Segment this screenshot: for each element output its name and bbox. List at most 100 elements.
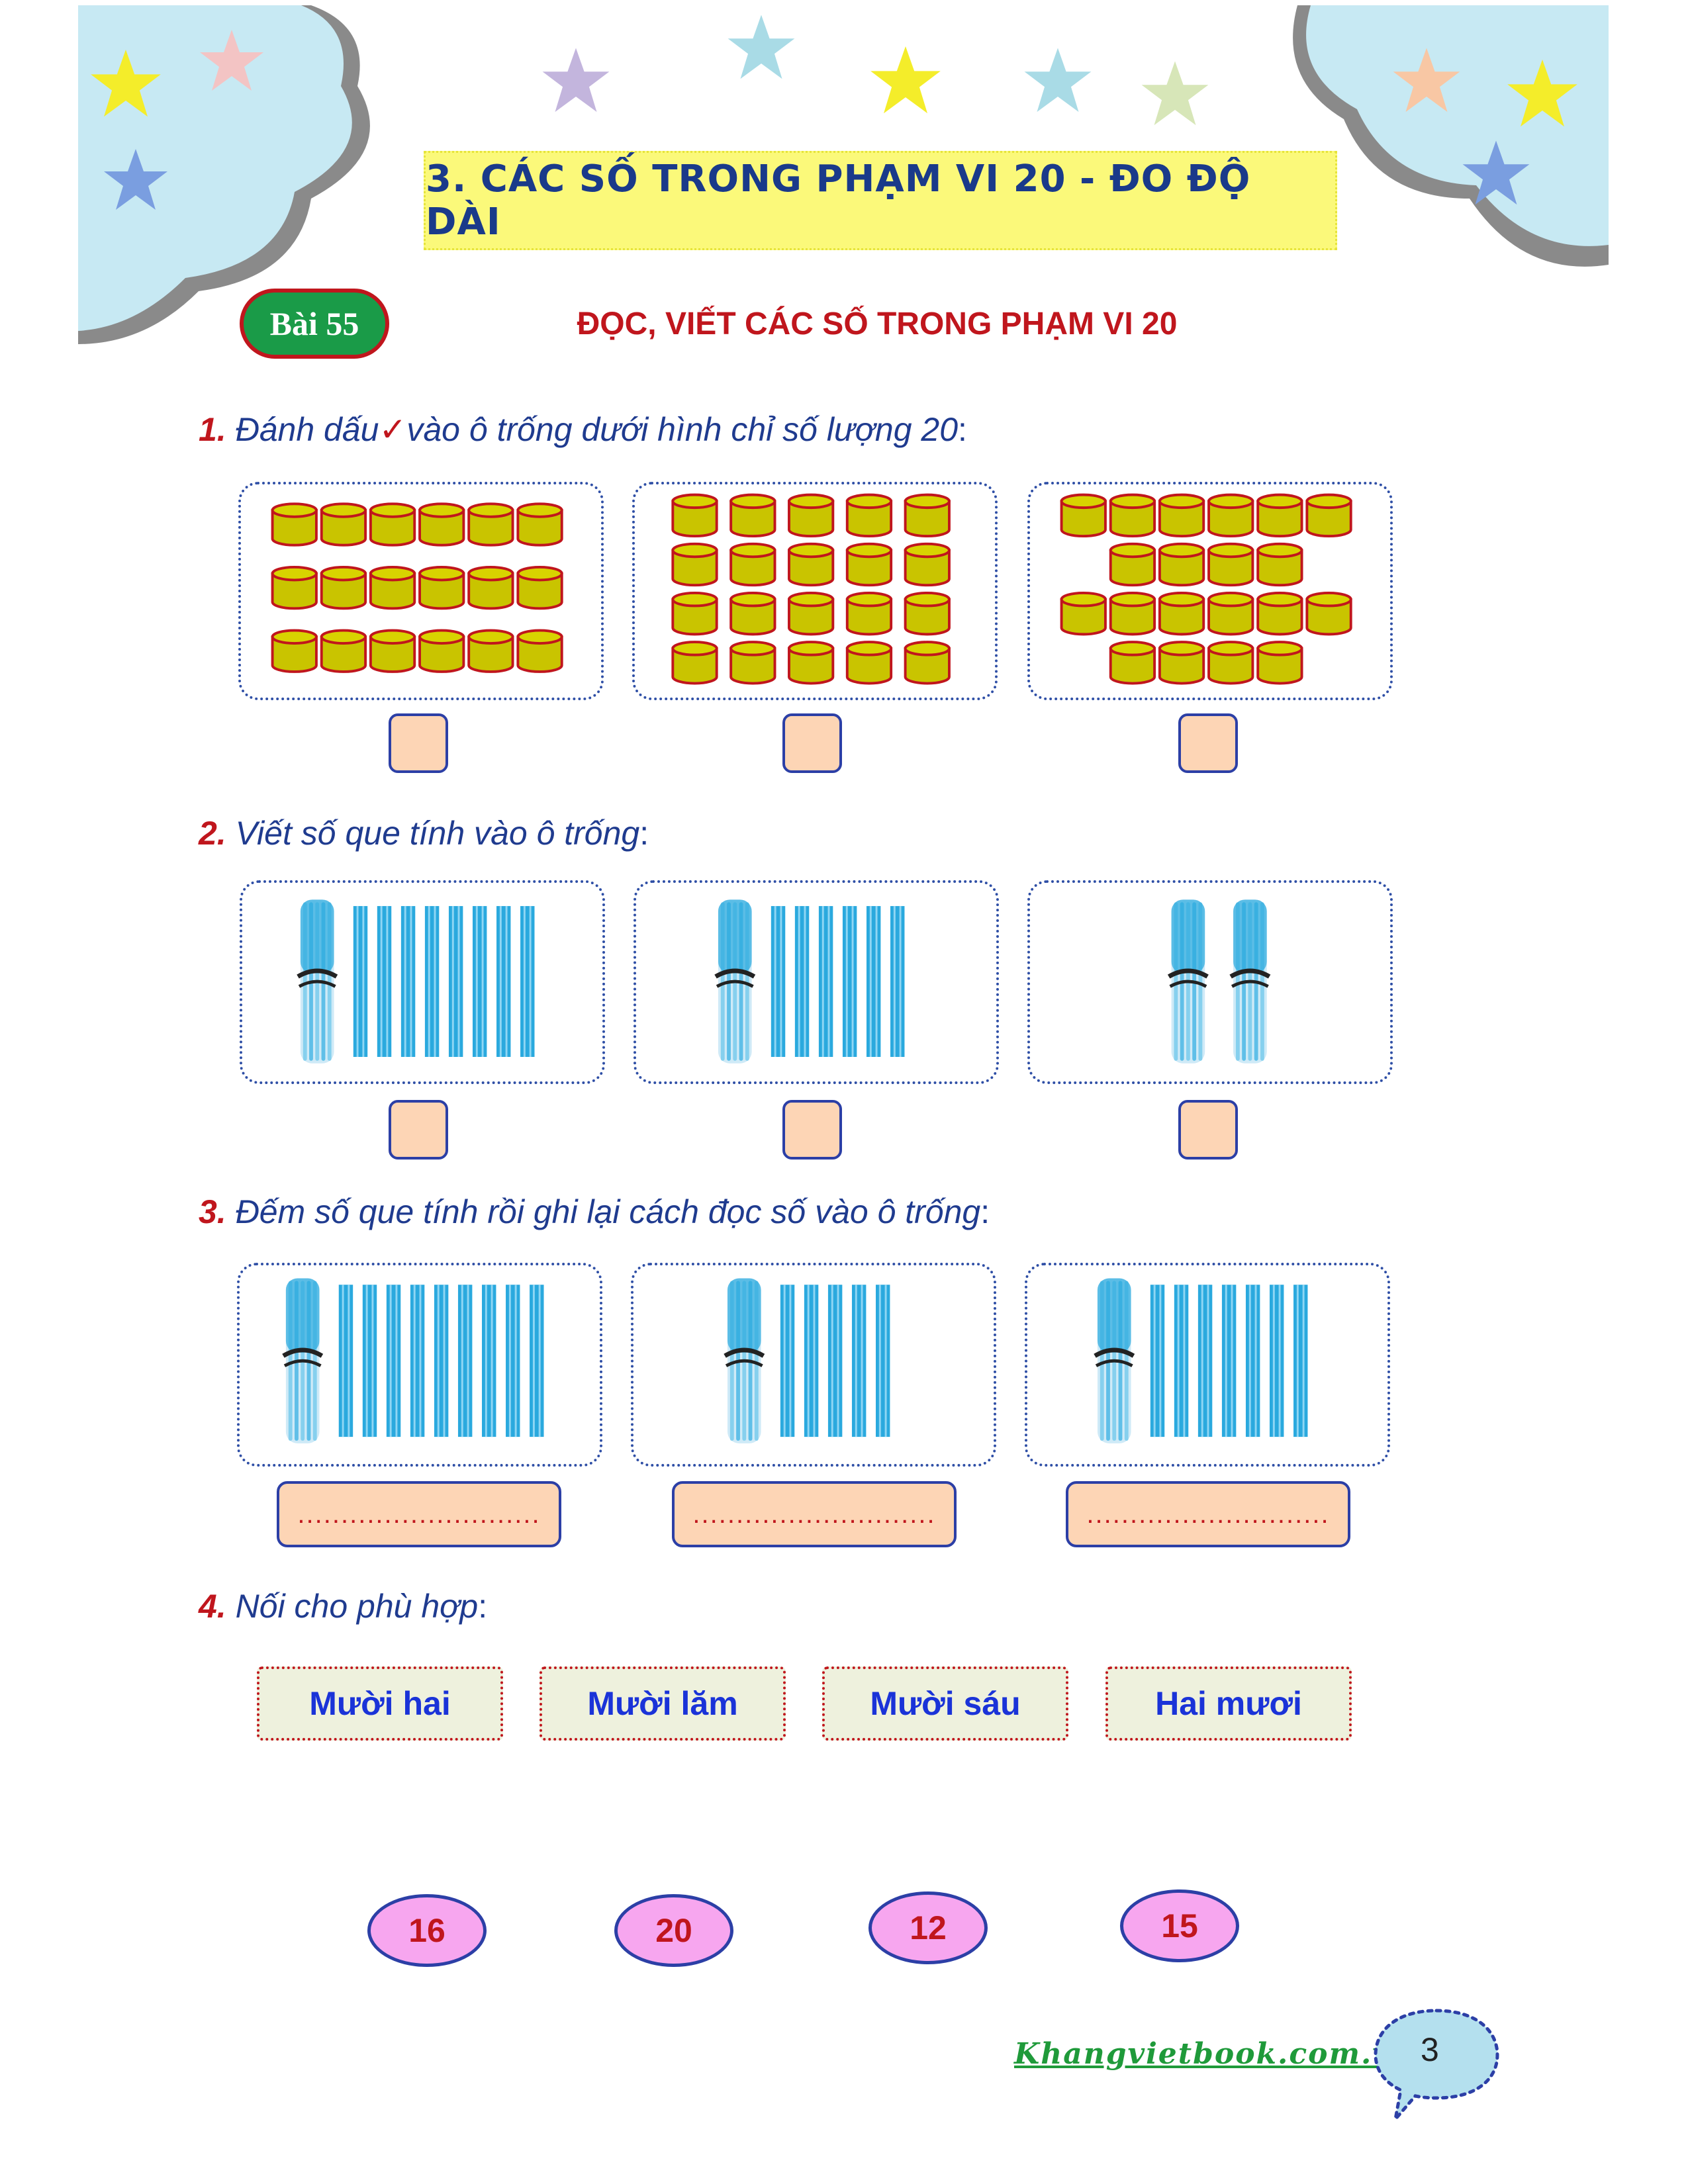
cylinder-icon — [904, 542, 951, 587]
question-colon: : — [639, 815, 649, 852]
stick-icon — [780, 1285, 795, 1437]
cylinder-icon — [516, 565, 563, 610]
stick-icon — [842, 906, 857, 1057]
stick-icon — [338, 1285, 353, 1437]
cylinder-icon — [271, 629, 318, 673]
cylinder-icon — [845, 493, 893, 538]
cylinder-icon — [671, 542, 718, 587]
word-label: Mười sáu — [870, 1685, 1021, 1722]
stick-icon — [818, 906, 833, 1057]
cylinder-icon — [788, 542, 835, 587]
word-box-1[interactable]: Mười hai — [257, 1666, 503, 1741]
cylinder-icon — [1207, 493, 1254, 538]
answer-number-box-3[interactable] — [1178, 1100, 1238, 1160]
stick-group-q3-3 — [1025, 1263, 1390, 1467]
stick-icon — [410, 1285, 425, 1437]
cylinder-icon — [1207, 641, 1254, 685]
stick-bundle-icon — [1094, 1278, 1135, 1443]
cylinder-icon — [788, 591, 835, 636]
number-oval-3[interactable]: 12 — [868, 1891, 988, 1964]
footer-website[interactable]: Khangvietbook.com.vn — [1014, 2037, 1413, 2071]
number-label: 16 — [408, 1912, 445, 1949]
question-2: 2. Viết số que tính vào ô trống: — [199, 814, 649, 852]
cylinder-icon — [671, 591, 718, 636]
cylinder-icon — [729, 641, 776, 685]
stick-icon — [804, 1285, 819, 1437]
cylinder-icon — [1305, 493, 1352, 538]
question-4: 4. Nối cho phù hợp: — [199, 1587, 487, 1625]
number-oval-1[interactable]: 16 — [367, 1894, 487, 1967]
cylinder-icon — [271, 502, 318, 547]
stick-icon — [457, 1285, 473, 1437]
stick-icon — [1197, 1285, 1213, 1437]
cylinder-icon — [788, 493, 835, 538]
cylinder-icon — [271, 565, 318, 610]
word-box-4[interactable]: Hai mươi — [1105, 1666, 1352, 1741]
stick-bundle-icon — [714, 899, 756, 1064]
cylinder-icon — [1109, 542, 1156, 587]
cylinder-icon — [1158, 641, 1205, 685]
number-label: 15 — [1161, 1907, 1198, 1944]
cylinder-icon — [671, 641, 718, 685]
stick-group-q3-2 — [631, 1263, 996, 1467]
stick-icon — [794, 906, 810, 1057]
answer-reading-box-3[interactable]: ............................ — [1066, 1481, 1350, 1547]
cylinder-icon — [1158, 591, 1205, 636]
cylinder-icon — [729, 542, 776, 587]
word-box-2[interactable]: Mười lăm — [539, 1666, 786, 1741]
cylinder-icon — [1109, 493, 1156, 538]
answer-checkbox-3[interactable] — [1178, 713, 1238, 773]
stick-icon — [434, 1285, 449, 1437]
number-oval-4[interactable]: 15 — [1120, 1889, 1239, 1962]
stick-icon — [1221, 1285, 1237, 1437]
stick-icon — [448, 906, 463, 1057]
answer-blank: ............................ — [1086, 1499, 1330, 1529]
cylinder-icon — [467, 565, 514, 610]
section-title-box: 3. CÁC SỐ TRONG PHẠM VI 20 - ĐO ĐỘ DÀI — [424, 151, 1337, 250]
answer-number-box-1[interactable] — [389, 1100, 448, 1160]
cylinder-icon — [369, 502, 416, 547]
question-3: 3. Đếm số que tính rồi ghi lại cách đọc … — [199, 1193, 990, 1231]
word-box-3[interactable]: Mười sáu — [822, 1666, 1068, 1741]
stick-icon — [362, 1285, 377, 1437]
question-number: 1. — [199, 411, 226, 448]
answer-checkbox-1[interactable] — [389, 713, 448, 773]
stick-icon — [481, 1285, 496, 1437]
cylinder-icon — [1109, 591, 1156, 636]
stick-icon — [875, 1285, 890, 1437]
stick-icon — [353, 906, 368, 1057]
answer-checkbox-2[interactable] — [782, 713, 842, 773]
answer-number-box-2[interactable] — [782, 1100, 842, 1160]
cylinder-icon — [1256, 542, 1303, 587]
word-label: Mười hai — [309, 1685, 451, 1722]
stick-icon — [400, 906, 416, 1057]
stick-icon — [520, 906, 535, 1057]
answer-reading-box-2[interactable]: ............................ — [672, 1481, 957, 1547]
cylinder-icon — [1060, 493, 1107, 538]
lesson-badge: Bài 55 — [240, 289, 389, 359]
cylinder-icon — [467, 502, 514, 547]
stick-icon — [1174, 1285, 1189, 1437]
cylinder-icon — [1256, 641, 1303, 685]
cylinder-icon — [418, 565, 465, 610]
cylinder-icon — [1305, 591, 1352, 636]
cylinder-icon — [1158, 542, 1205, 587]
stick-icon — [424, 906, 440, 1057]
question-number: 4. — [199, 1588, 226, 1625]
answer-reading-box-1[interactable]: ............................ — [277, 1481, 561, 1547]
word-label: Mười lăm — [587, 1685, 738, 1722]
question-text: Đếm số que tính rồi ghi lại cách đọc số … — [235, 1193, 981, 1230]
stick-icon — [771, 906, 786, 1057]
cylinder-icon — [845, 542, 893, 587]
question-text: Đánh dấu — [235, 411, 379, 448]
cylinder-icon — [1207, 591, 1254, 636]
page-number-bubble — [1374, 2009, 1499, 2124]
answer-blank: ............................ — [297, 1499, 541, 1529]
page-number: 3 — [1421, 2031, 1439, 2068]
cylinder-icon — [904, 591, 951, 636]
cylinder-icon — [845, 641, 893, 685]
stick-icon — [377, 906, 392, 1057]
cylinder-icon — [369, 629, 416, 673]
number-oval-2[interactable]: 20 — [614, 1894, 733, 1967]
cylinder-icon — [904, 641, 951, 685]
